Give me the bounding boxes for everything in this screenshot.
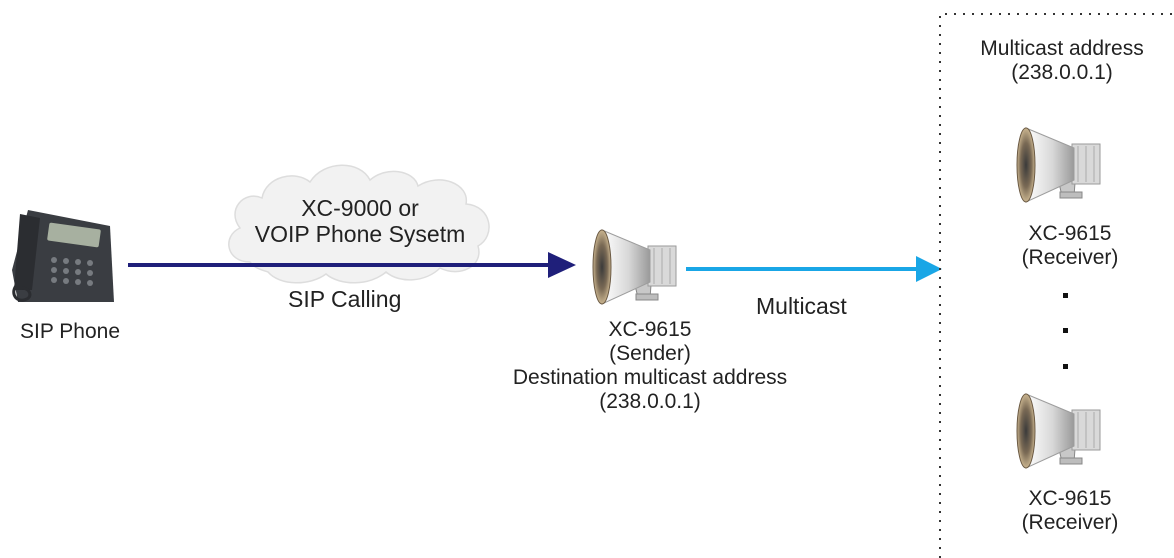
multicast-group-name: Multicast address — [980, 37, 1144, 60]
ellipsis-dot-3 — [1063, 364, 1068, 369]
receiver-2-model: XC-9615 — [1028, 487, 1112, 510]
ellipsis-dot-2 — [1063, 328, 1068, 333]
cloud-label-line2: VOIP Phone Sysetm — [254, 221, 466, 247]
sip-calling-label: SIP Calling — [288, 286, 402, 312]
multicast-group-border — [939, 13, 1174, 558]
cloud-label: XC-9000 or VOIP Phone Sysetm — [250, 195, 470, 247]
sender-destination-address: (238.0.0.1) — [599, 390, 701, 413]
multicast-label: Multicast — [756, 293, 847, 319]
receiver-label-2: XC-9615 (Receiver) — [980, 487, 1160, 535]
sender-role: (Sender) — [609, 342, 691, 365]
sender-label: XC-9615 (Sender) Destination multicast a… — [470, 318, 830, 414]
multicast-arrow — [686, 256, 942, 282]
sender-destination-label: Destination multicast address — [512, 366, 788, 389]
sip-phone-label: SIP Phone — [20, 320, 121, 343]
sender-speaker-icon — [592, 229, 677, 305]
multicast-group-address: (238.0.0.1) — [1011, 61, 1113, 84]
receiver-speaker-icon-1 — [1016, 127, 1101, 203]
sender-model: XC-9615 — [608, 318, 692, 341]
sip-phone-icon — [10, 208, 116, 304]
receiver-1-model: XC-9615 — [1028, 222, 1112, 245]
multicast-group-title: Multicast address (238.0.0.1) — [950, 37, 1174, 85]
receiver-1-role: (Receiver) — [1021, 246, 1119, 269]
voip-cloud-icon — [228, 164, 490, 284]
sip-call-arrow — [128, 252, 576, 278]
ellipsis-dot-1 — [1063, 293, 1068, 298]
receiver-label-1: XC-9615 (Receiver) — [980, 222, 1160, 270]
cloud-label-line1: XC-9000 or — [301, 195, 419, 221]
receiver-speaker-icon-2 — [1016, 393, 1101, 469]
receiver-2-role: (Receiver) — [1021, 511, 1119, 534]
